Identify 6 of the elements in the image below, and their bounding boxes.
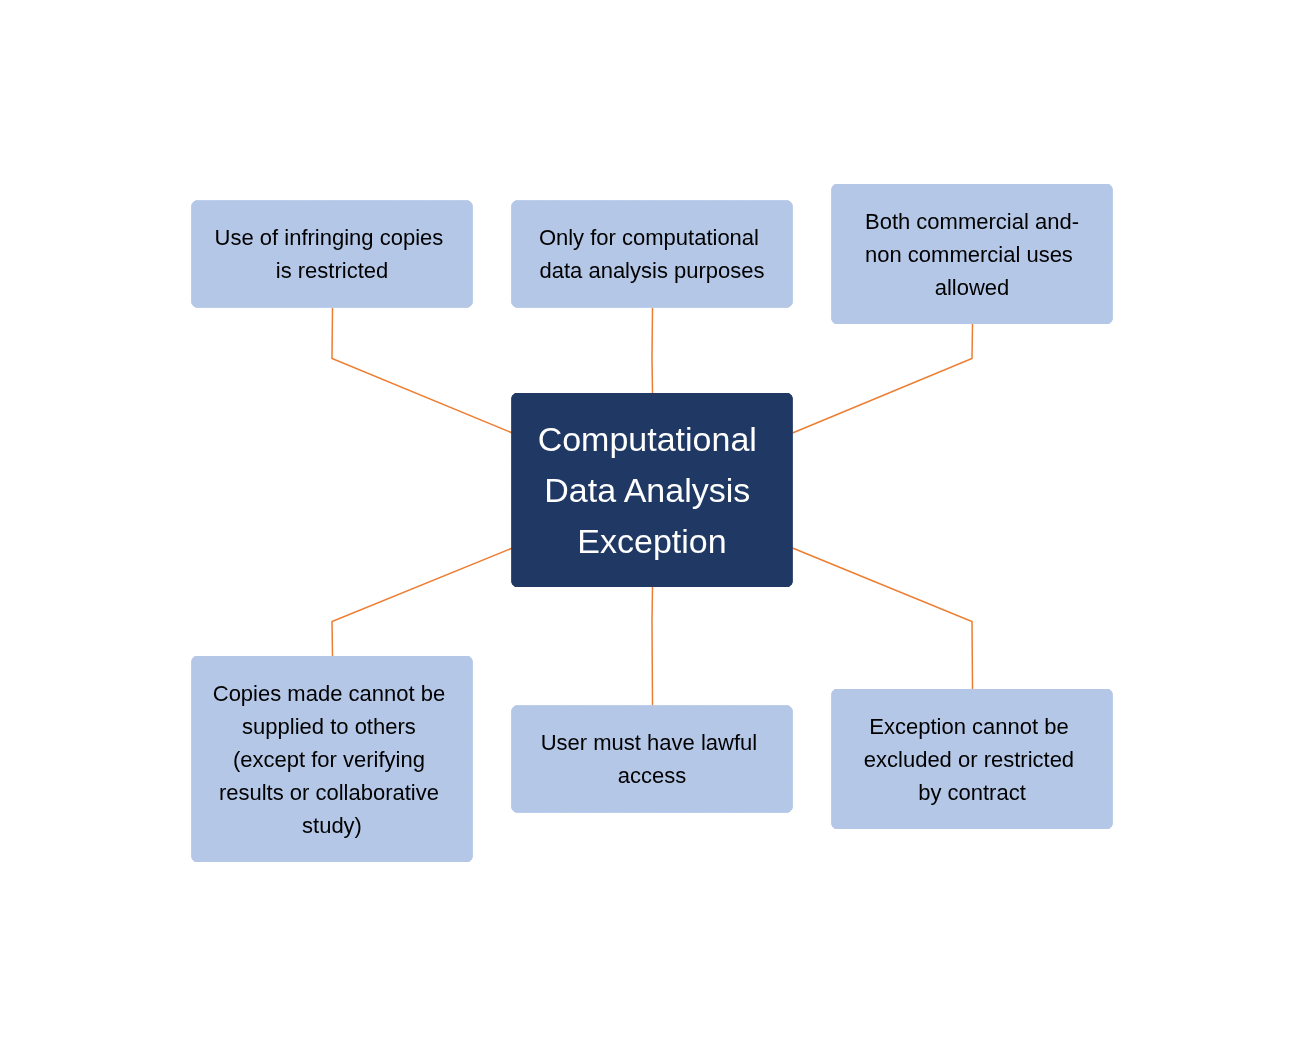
connector: [651, 586, 654, 708]
connector: [791, 323, 974, 434]
connector: [331, 547, 514, 658]
connector: [791, 547, 974, 691]
connector: [331, 306, 514, 434]
connector: [651, 306, 654, 395]
